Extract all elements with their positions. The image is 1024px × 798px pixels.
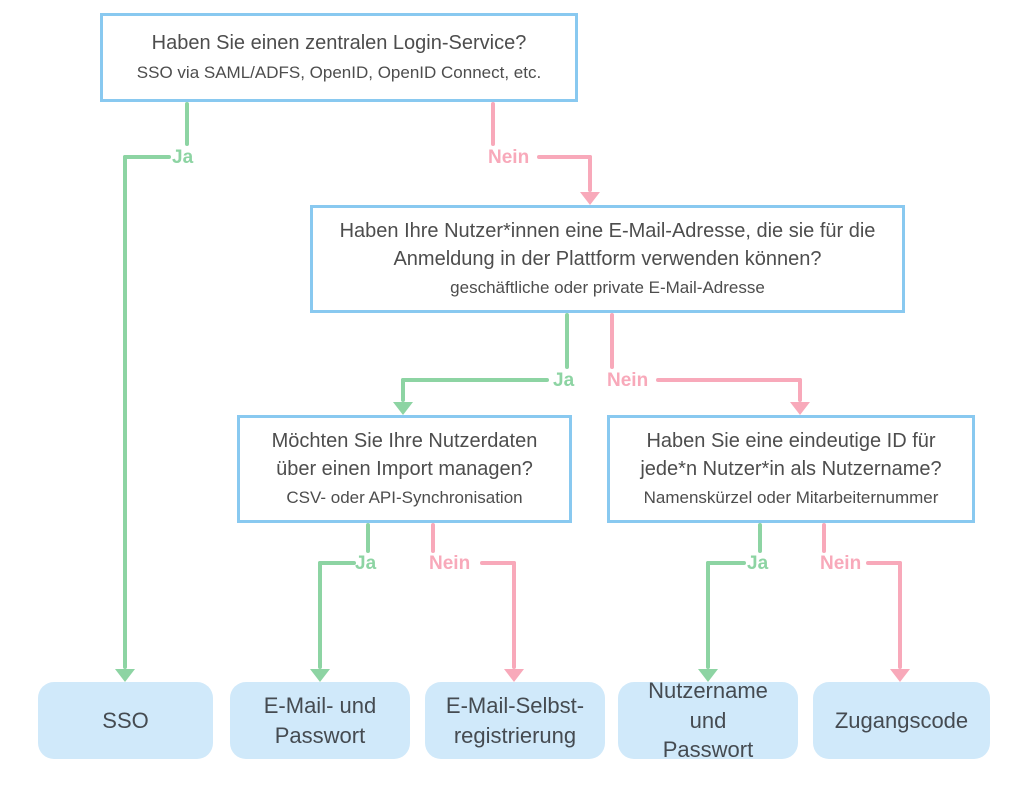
edge-q1-nein-vertical <box>588 155 592 192</box>
question-title: Haben Sie eine eindeutige ID für jede*n … <box>640 430 942 480</box>
question-node-login-service: Haben Sie einen zentralen Login-Service?… <box>100 13 578 102</box>
edge-label-ja: Ja <box>747 553 769 574</box>
edge-q4-ja-horizontal <box>706 561 746 565</box>
edge-q3-nein-stub <box>431 523 435 553</box>
edge-label-nein: Nein <box>429 553 471 574</box>
edge-label-ja: Ja <box>553 370 575 391</box>
question-title: Haben Sie einen zentralen Login-Service? <box>151 32 527 55</box>
arrowhead-down-icon <box>890 669 910 682</box>
edge-q2-ja-stub <box>565 313 569 369</box>
edge-q4-ja-vertical <box>706 561 710 669</box>
arrowhead-down-icon <box>310 669 330 682</box>
question-title: Haben Ihre Nutzer*innen eine E-Mail-Adre… <box>339 220 876 270</box>
edge-label-nein: Nein <box>607 370 649 391</box>
result-label: Nutzername und Passwort <box>648 677 768 763</box>
edge-label-ja: Ja <box>355 553 377 574</box>
edge-q4-nein-horizontal <box>866 561 902 565</box>
edge-q1-nein-stub <box>491 102 495 146</box>
result-node-email-self-registration: E-Mail-Selbst-registrierung <box>425 682 605 759</box>
question-node-unique-id: Haben Sie eine eindeutige ID für jede*n … <box>607 415 975 523</box>
edge-q2-nein-stub <box>610 313 614 369</box>
question-node-import-management: Möchten Sie Ihre Nutzerdaten über einen … <box>237 415 572 523</box>
arrowhead-down-icon <box>393 402 413 415</box>
question-subtitle: SSO via SAML/ADFS, OpenID, OpenID Connec… <box>136 62 542 82</box>
edge-q3-ja-horizontal <box>318 561 356 565</box>
edge-label-nein: Nein <box>820 553 862 574</box>
edge-q4-nein-vertical <box>898 561 902 669</box>
result-label: E-Mail-Selbst-registrierung <box>445 692 585 748</box>
arrowhead-down-icon <box>580 192 600 205</box>
edge-q2-ja-horizontal <box>401 378 549 382</box>
arrowhead-down-icon <box>698 669 718 682</box>
result-label: Zugangscode <box>834 707 969 733</box>
edge-q2-ja-vertical <box>401 378 405 402</box>
edge-q2-nein-horizontal <box>656 378 802 382</box>
edge-q3-ja-stub <box>366 523 370 553</box>
edge-q1-ja-stub <box>185 102 189 146</box>
result-node-access-code: Zugangscode <box>813 682 990 759</box>
arrowhead-down-icon <box>504 669 524 682</box>
edge-q3-nein-horizontal <box>480 561 516 565</box>
question-subtitle: CSV- oder API-Synchronisation <box>286 488 523 508</box>
edge-q1-ja-horizontal <box>123 155 171 159</box>
edge-label-nein: Nein <box>488 147 530 168</box>
question-node-email-address: Haben Ihre Nutzer*innen eine E-Mail-Adre… <box>310 205 905 313</box>
edge-q4-ja-stub <box>758 523 762 553</box>
arrowhead-down-icon <box>115 669 135 682</box>
edge-q1-ja-vertical <box>123 155 127 669</box>
result-label: E-Mail- und Passwort <box>263 692 377 748</box>
question-subtitle: Namenskürzel oder Mitarbeiternummer <box>643 488 939 508</box>
edge-q3-ja-vertical <box>318 561 322 669</box>
edge-q1-nein-horizontal <box>537 155 592 159</box>
edge-q4-nein-stub <box>822 523 826 553</box>
question-subtitle: geschäftliche oder private E-Mail-Adress… <box>450 278 765 298</box>
result-label: SSO <box>102 707 149 733</box>
result-node-sso: SSO <box>38 682 213 759</box>
result-node-username-password: Nutzername und Passwort <box>618 678 798 762</box>
edge-q3-nein-vertical <box>512 561 516 669</box>
arrowhead-down-icon <box>790 402 810 415</box>
edge-q2-nein-vertical <box>798 378 802 402</box>
edge-label-ja: Ja <box>172 147 194 168</box>
question-title: Möchten Sie Ihre Nutzerdaten über einen … <box>271 430 538 480</box>
result-node-email-password: E-Mail- und Passwort <box>230 682 410 759</box>
